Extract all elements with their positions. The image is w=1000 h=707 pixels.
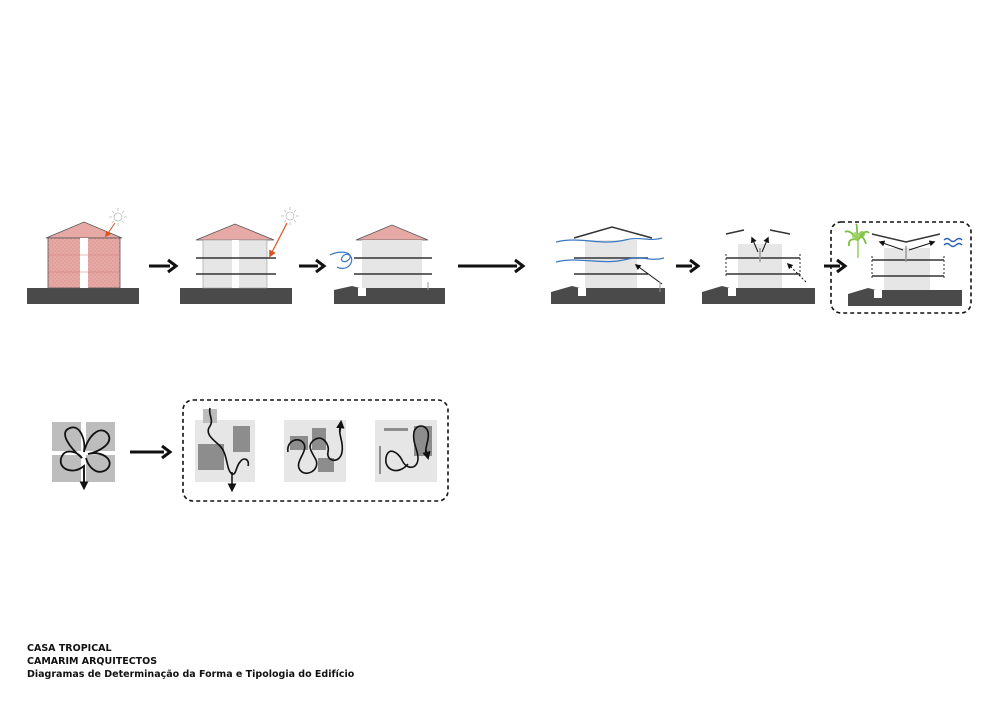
arrow-icon	[676, 258, 701, 274]
building-volume	[585, 240, 637, 288]
circulation-path	[287, 427, 344, 475]
wind-icon	[329, 251, 353, 269]
terrain	[702, 286, 815, 304]
arrow-icon	[130, 444, 173, 460]
roof-line	[871, 233, 941, 243]
arrow-icon	[824, 258, 848, 274]
terrain	[551, 286, 665, 304]
stage-1-massive-block	[27, 208, 139, 304]
sheet-description: Diagramas de Determinação da Forma e Tip…	[27, 669, 355, 680]
circulation-plan-3	[375, 420, 437, 482]
circulation-scheme-origin	[52, 422, 115, 491]
ground	[27, 288, 139, 304]
roof-line	[769, 229, 791, 235]
circulation-path	[59, 426, 111, 488]
roof-line	[573, 226, 653, 239]
circulation-path	[207, 407, 250, 476]
sheet-caption: CASA TROPICAL CAMARIM ARQUITECTOS Diagra…	[27, 642, 354, 681]
building-volume	[884, 248, 930, 290]
circulation-options-frame	[182, 399, 449, 502]
sun-ray	[105, 222, 116, 238]
stage-4-cross-ventilation	[551, 226, 665, 304]
terrain	[848, 288, 962, 306]
ground	[180, 288, 292, 304]
sun-icon	[109, 208, 127, 226]
stair-core	[80, 238, 88, 288]
architect-name: CAMARIM ARQUITECTOS	[27, 656, 158, 667]
sun-ray	[269, 222, 288, 258]
final-solution-frame	[830, 221, 972, 314]
water-waves-icon	[943, 237, 963, 248]
roof	[355, 224, 429, 241]
arrow-icon	[149, 258, 179, 274]
roof	[195, 223, 275, 241]
stage-6-final-section	[844, 223, 963, 306]
project-title: CASA TROPICAL	[27, 643, 112, 654]
sun-icon	[281, 207, 299, 225]
stage-3-wind-site	[329, 224, 445, 304]
wind-icon	[555, 237, 663, 243]
circulation-path	[385, 425, 430, 472]
stage-2-open-frame	[180, 207, 299, 304]
stage-5-stack-ventilation	[702, 229, 815, 304]
arrow-icon	[458, 258, 526, 274]
circulation-plan-2	[284, 419, 346, 482]
circulation-plan-1	[195, 407, 255, 493]
roof-line	[725, 229, 745, 235]
palm-tree-icon	[844, 223, 870, 258]
wind-icon	[555, 257, 665, 263]
building-volume	[362, 240, 422, 288]
arrow-icon	[299, 258, 327, 274]
